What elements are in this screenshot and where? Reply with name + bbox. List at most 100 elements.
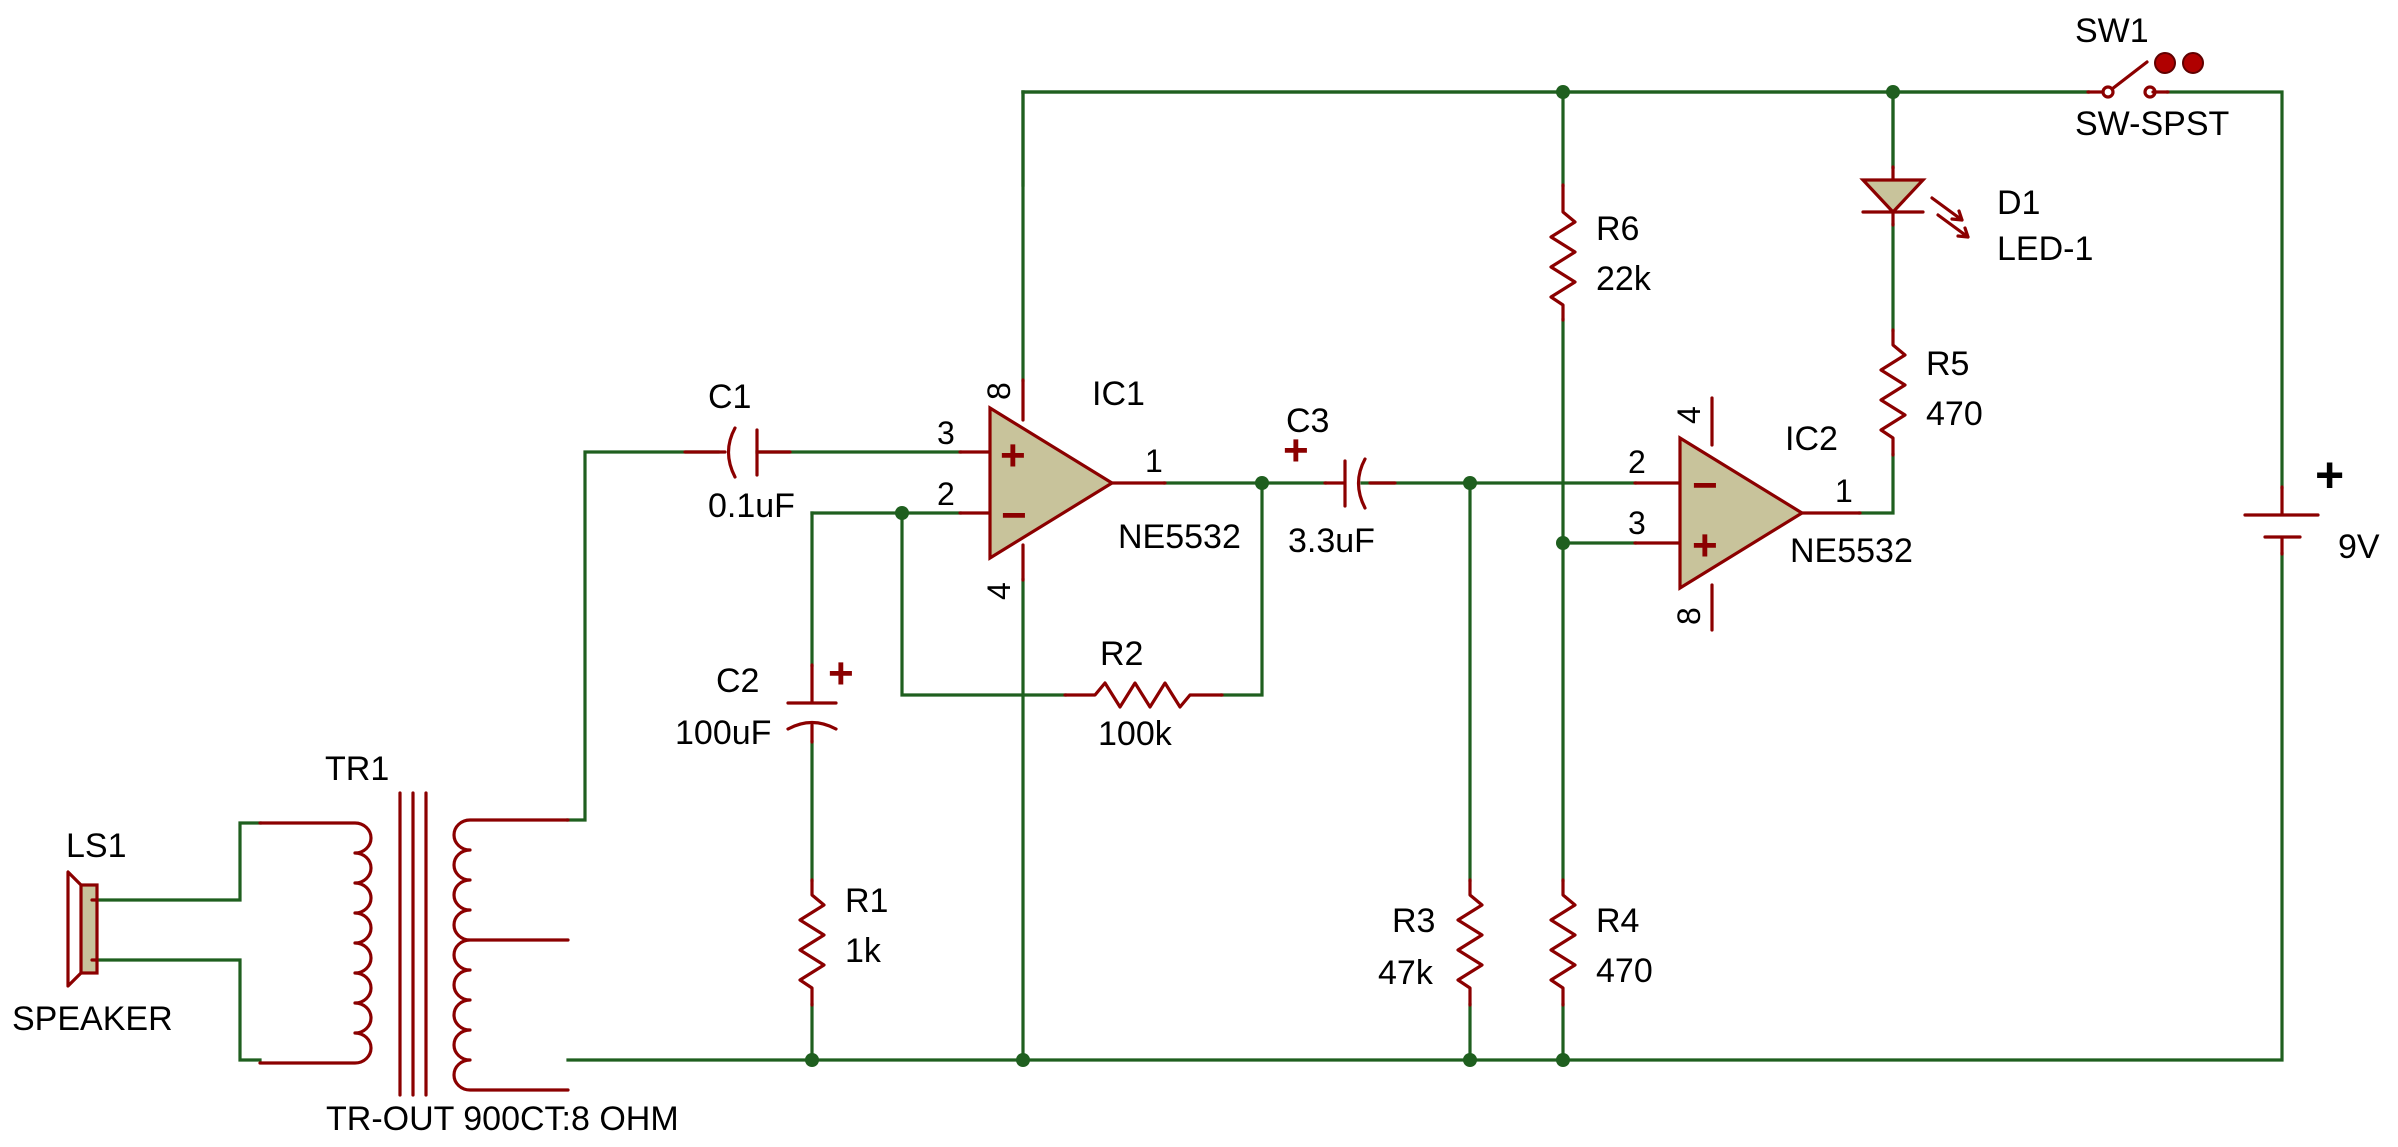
junctions xyxy=(805,85,1900,1067)
capacitor-c3-polarity: + xyxy=(1283,426,1309,475)
capacitor-c2-ref: C2 xyxy=(716,662,759,700)
capacitor-c1-ref: C1 xyxy=(708,378,751,416)
transformer-secondary-coil xyxy=(452,818,570,1092)
switch-terminal-icon xyxy=(2154,52,2176,74)
battery: + 9V xyxy=(2243,447,2380,566)
junction-dot xyxy=(1556,536,1570,550)
switch-sw1-contact-right xyxy=(2143,85,2157,99)
capacitor-c2-value: 100uF xyxy=(675,714,771,752)
capacitor-c3-symbol xyxy=(1323,459,1397,508)
switch-sw1: SW1 SW-SPST xyxy=(2075,12,2229,143)
resistor-r3-zigzag xyxy=(1456,878,1484,1007)
junction-dot xyxy=(1016,1053,1030,1067)
opamp-ic2-pin3: 3 xyxy=(1628,505,1646,541)
opamp-ic2: − + 4 8 2 3 1 IC2 NE5532 xyxy=(1628,396,1913,632)
opamp-ic2-pin8: 8 xyxy=(1671,607,1707,625)
opamp-ic2-minus: − xyxy=(1692,461,1718,510)
capacitor-c1-value: 0.1uF xyxy=(708,487,795,525)
resistor-r2-ref: R2 xyxy=(1100,635,1143,673)
capacitor-c1-symbol xyxy=(683,428,792,477)
transformer-value: TR-OUT 900CT:8 OHM xyxy=(326,1100,679,1138)
resistor-r2-zigzag xyxy=(1063,681,1224,709)
opamp-ic1-pin1: 1 xyxy=(1145,443,1163,479)
speaker-leads xyxy=(90,898,99,962)
switch-sw1-ref: SW1 xyxy=(2075,12,2149,50)
opamp-ic1-ref: IC1 xyxy=(1092,375,1145,413)
resistor-r3-value: 47k xyxy=(1378,954,1434,992)
resistor-r5-ref: R5 xyxy=(1926,345,1969,383)
speaker-cone xyxy=(66,870,83,988)
resistor-r6-ref: R6 xyxy=(1596,210,1639,248)
transformer-primary-coil xyxy=(258,821,373,1065)
switch-sw1-contact-left xyxy=(2101,85,2115,99)
resistor-r5-value: 470 xyxy=(1926,395,1983,433)
opamp-ic1-plus: + xyxy=(1000,431,1026,480)
opamp-ic1: + − 8 4 3 2 1 IC1 NE5532 xyxy=(937,375,1241,600)
junction-dot xyxy=(805,1053,819,1067)
resistor-r3-ref: R3 xyxy=(1392,902,1435,940)
capacitor-c3-value: 3.3uF xyxy=(1288,522,1375,560)
capacitor-c2-symbol xyxy=(786,663,838,744)
speaker-ref: LS1 xyxy=(66,827,127,865)
transformer-core xyxy=(398,791,428,1097)
led-d1-ref: D1 xyxy=(1997,184,2040,222)
resistor-r6-value: 22k xyxy=(1596,260,1652,298)
opamp-ic1-value: NE5532 xyxy=(1118,518,1241,556)
transformer-ref: TR1 xyxy=(325,750,389,788)
wire-pin2-node xyxy=(810,511,1067,697)
capacitor-c2: + C2 100uF xyxy=(675,649,854,752)
wire-r5-out xyxy=(1858,453,1895,515)
speaker-icon xyxy=(79,883,99,975)
wire-speaker-top xyxy=(90,821,262,902)
junction-dot xyxy=(1556,1053,1570,1067)
led-d1-emission-arrows xyxy=(1930,196,1970,239)
speaker-value: SPEAKER xyxy=(12,1000,173,1038)
opamp-ic1-pin-leads xyxy=(958,378,1167,582)
opamp-ic2-plus: + xyxy=(1692,521,1718,570)
opamp-ic2-pin4: 4 xyxy=(1671,406,1707,424)
wire-r2-right xyxy=(1220,481,1264,697)
wire-speaker-bottom xyxy=(90,958,262,1062)
resistor-r4-ref: R4 xyxy=(1596,902,1639,940)
resistor-r5: R5 470 xyxy=(1879,328,1983,457)
capacitor-c3: + C3 3.3uF xyxy=(1283,402,1397,560)
switch-sw1-lever xyxy=(2110,60,2149,91)
resistor-r4-zigzag xyxy=(1549,878,1577,1007)
wire-tr-secondary-to-c1 xyxy=(566,450,720,822)
battery-polarity: + xyxy=(2315,447,2344,503)
wire-top-rail-sw-right xyxy=(2166,90,2284,489)
led-d1-value: LED-1 xyxy=(1997,230,2093,268)
wire-ground-rail xyxy=(566,552,2284,1062)
capacitor-c2-polarity: + xyxy=(828,649,854,698)
capacitor-c1: C1 0.1uF xyxy=(683,378,795,525)
resistor-r1-ref: R1 xyxy=(845,882,888,920)
opamp-ic2-pin-leads xyxy=(1633,396,1862,632)
resistor-r6-zigzag xyxy=(1549,183,1577,322)
capacitor-c2-curved-plate xyxy=(786,720,838,731)
opamp-ic1-pin3: 3 xyxy=(937,415,955,451)
junction-dot xyxy=(1463,1053,1477,1067)
opamp-ic1-minus: − xyxy=(1001,491,1027,540)
junction-dot xyxy=(1886,85,1900,99)
opamp-ic1-pin8: 8 xyxy=(981,382,1017,400)
capacitor-c3-ref: C3 xyxy=(1286,402,1329,440)
resistor-r1-value: 1k xyxy=(845,932,882,970)
resistor-r2: R2 100k xyxy=(1063,635,1224,753)
wires xyxy=(90,90,2284,1062)
junction-dot xyxy=(1255,476,1269,490)
opamp-ic1-triangle xyxy=(988,405,1116,561)
switch-sw1-value: SW-SPST xyxy=(2075,105,2229,143)
led-icon xyxy=(1859,178,1927,215)
switch-terminal-icon xyxy=(2182,52,2204,74)
capacitor-c1-curved-plate xyxy=(726,426,737,479)
opamp-ic2-pin1: 1 xyxy=(1835,473,1853,509)
transformer-tr1: TR1 TR-OUT 900CT:8 OHM xyxy=(258,750,679,1138)
led-d1: D1 LED-1 xyxy=(1859,165,2093,268)
opamp-ic1-pin2: 2 xyxy=(937,476,955,512)
junction-dot xyxy=(1463,476,1477,490)
battery-value: 9V xyxy=(2338,528,2380,566)
wire-top-rail xyxy=(1021,90,2090,187)
opamp-ic2-pin2: 2 xyxy=(1628,444,1646,480)
speaker-ls1: LS1 SPEAKER xyxy=(12,827,173,1038)
